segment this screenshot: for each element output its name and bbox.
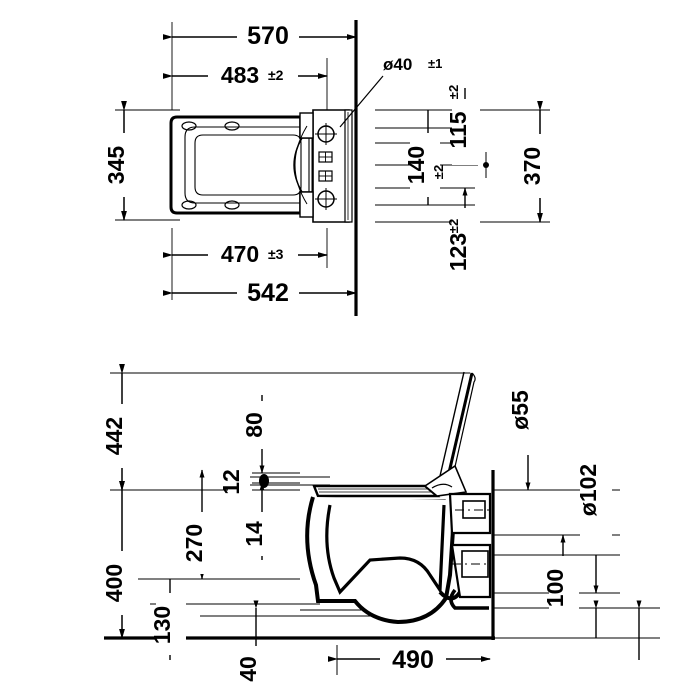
- dim-123-label: 123: [445, 233, 471, 271]
- dim-370-label: 370: [519, 147, 545, 185]
- seat-outer-outline: [169, 115, 315, 215]
- dim-542: 542: [163, 277, 357, 310]
- dim-115-tolerance: ±2: [446, 85, 461, 99]
- dim-345-label: 345: [103, 146, 129, 185]
- dim-130-label: 130: [149, 606, 175, 644]
- seat-plate-hatch: [318, 488, 432, 493]
- dim-490-label: 490: [392, 646, 434, 674]
- dim-483-tolerance: ±2: [268, 67, 284, 83]
- dim-400: 400: [101, 481, 138, 639]
- dim-542-label: 542: [247, 279, 289, 307]
- splash-curve-inner: [293, 137, 303, 193]
- bowl-inner-profile: [325, 504, 446, 595]
- toilet-side-profile: [305, 371, 492, 625]
- dim-dia102: ø102: [575, 425, 612, 594]
- fixing-bolt-top: [315, 123, 337, 145]
- dim-right-tail: [593, 600, 642, 660]
- dim-40: 40: [235, 600, 272, 690]
- dim-345: 345: [103, 101, 140, 221]
- dim-115-label: 115: [445, 111, 471, 148]
- dim-270: 270: [181, 469, 218, 580]
- dim-370: 370: [519, 101, 556, 223]
- dim-100: 100: [542, 534, 579, 618]
- dim-115: 115 ±2: [445, 85, 480, 165]
- drain-hook: [449, 588, 489, 610]
- dim-40-label: 40: [235, 656, 261, 682]
- dim-140-tolerance: ±2: [431, 165, 446, 179]
- raised-lid-back-edge: [436, 371, 465, 490]
- seat-hinge-marker: [259, 474, 269, 488]
- rear-flush-housing: [448, 492, 492, 535]
- dim-123: 123 ±2: [445, 187, 480, 278]
- dim-483-label: 483: [221, 62, 259, 88]
- dim-570-label: 570: [247, 22, 289, 50]
- hole-pattern-center-mark: [483, 152, 489, 178]
- dim-80-label: 80: [241, 412, 267, 438]
- lid-hinge-wedge: [423, 464, 468, 497]
- fitting-square-bottom: [318, 170, 333, 182]
- dim-570: 570: [163, 20, 357, 54]
- dim-dia40: ø40 ±1: [339, 55, 442, 128]
- dim-80: 80: [241, 395, 278, 474]
- dim-470: 470 ±3: [163, 238, 328, 271]
- seat-plate: [312, 484, 441, 498]
- dim-270-label: 270: [181, 524, 207, 562]
- dim-442: 442: [101, 364, 138, 491]
- dim-dia55-label: ø55: [507, 390, 533, 430]
- toilet-plan-body: [169, 109, 353, 223]
- dim-400-label: 400: [101, 564, 127, 602]
- fitting-square-top: [318, 151, 333, 163]
- dim-dia55: ø55: [507, 368, 543, 491]
- lid-hinge-arc: [431, 483, 453, 489]
- seat-buffer-pads: [181, 121, 240, 210]
- dia40-leader-line: [339, 75, 384, 128]
- splash-curve-outer: [294, 125, 308, 205]
- dim-dia102-label: ø102: [575, 464, 601, 516]
- dim-dia40-tolerance: ±1: [428, 56, 442, 71]
- dim-470-tolerance: ±3: [268, 246, 284, 262]
- dim-140-label: 140: [403, 146, 429, 184]
- inlet-fitting: [462, 500, 486, 519]
- dim-483: 483 ±2: [163, 59, 328, 92]
- dim-442-label: 442: [101, 417, 127, 455]
- dim-dia40-label: ø40: [383, 55, 412, 74]
- rear-outlet-housing: [450, 543, 492, 599]
- wall-flange: [344, 109, 353, 223]
- dim-12-label: 12: [218, 469, 244, 495]
- dim-130: 130: [149, 579, 186, 660]
- dim-470-label: 470: [221, 241, 259, 267]
- dim-12: 12: [218, 462, 252, 502]
- raised-lid-tip: [449, 372, 476, 490]
- side-view: 442 400 130 270 80: [101, 364, 660, 690]
- dim-490: 490: [328, 643, 491, 676]
- dim-123-tolerance: ±2: [446, 219, 461, 233]
- dim-140: 140 ±2: [403, 110, 446, 205]
- plan-view: 570 483 ±2 345 470 ±3 542: [103, 20, 556, 316]
- dim-14-label: 14: [241, 521, 267, 547]
- dim-14: 14: [241, 482, 276, 560]
- dim-100-label: 100: [542, 569, 568, 607]
- fixing-bolt-bottom: [315, 188, 337, 210]
